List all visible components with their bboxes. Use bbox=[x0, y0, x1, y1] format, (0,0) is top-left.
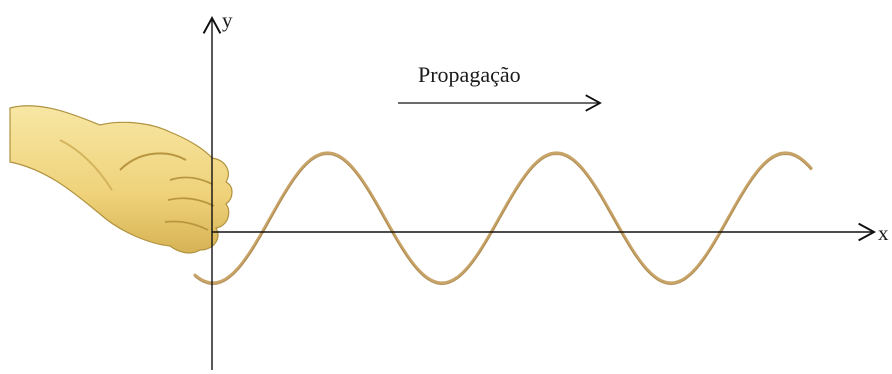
wave-rope-shadow bbox=[194, 154, 812, 286]
propagation-label: Propagação bbox=[418, 62, 521, 87]
y-axis-label: y bbox=[222, 8, 233, 32]
x-axis-label: x bbox=[878, 221, 889, 245]
wave-rope bbox=[193, 151, 813, 285]
hand-icon bbox=[9, 105, 233, 254]
